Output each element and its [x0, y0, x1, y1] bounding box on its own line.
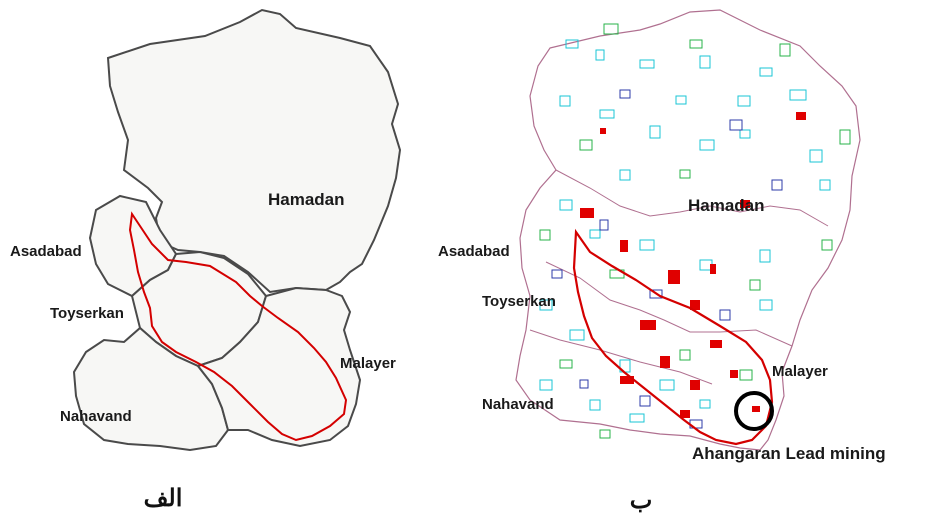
- right-study-area-outline: [572, 228, 774, 446]
- right-internal-boundary: [529, 169, 829, 385]
- right-label-toyserkan: Toyserkan: [482, 293, 556, 310]
- right-map: Hamadan Asadabad Toyserkan Malayer Nahav…: [438, 9, 886, 514]
- left-label-hamadan: Hamadan: [268, 190, 345, 209]
- left-label-nahavand: Nahavand: [60, 408, 132, 425]
- region-malayer: [196, 286, 362, 448]
- left-label-malayer: Malayer: [340, 355, 396, 372]
- right-caption: ب: [630, 487, 653, 514]
- left-map: Hamadan Asadabad Toyserkan Malayer Nahav…: [10, 8, 402, 512]
- left-label-asadabad: Asadabad: [10, 243, 82, 260]
- right-label-malayer: Malayer: [772, 363, 828, 380]
- right-label-nahavand: Nahavand: [482, 396, 554, 413]
- left-label-toyserkan: Toyserkan: [50, 305, 124, 322]
- right-label-mine: Ahangaran Lead mining: [692, 444, 886, 463]
- green-parcels: [539, 23, 851, 439]
- blue-parcels: [551, 89, 783, 429]
- right-features: [539, 23, 851, 439]
- right-boundary: [515, 9, 861, 451]
- mine-location-marker: [734, 391, 774, 431]
- region-hamadan: [106, 8, 402, 294]
- right-label-asadabad: Asadabad: [438, 243, 510, 260]
- left-caption: الف: [144, 485, 183, 512]
- study-area-outline: [128, 211, 348, 442]
- red-mining-areas: [580, 112, 806, 418]
- cyan-parcels: [539, 39, 831, 423]
- right-label-hamadan: Hamadan: [688, 196, 765, 215]
